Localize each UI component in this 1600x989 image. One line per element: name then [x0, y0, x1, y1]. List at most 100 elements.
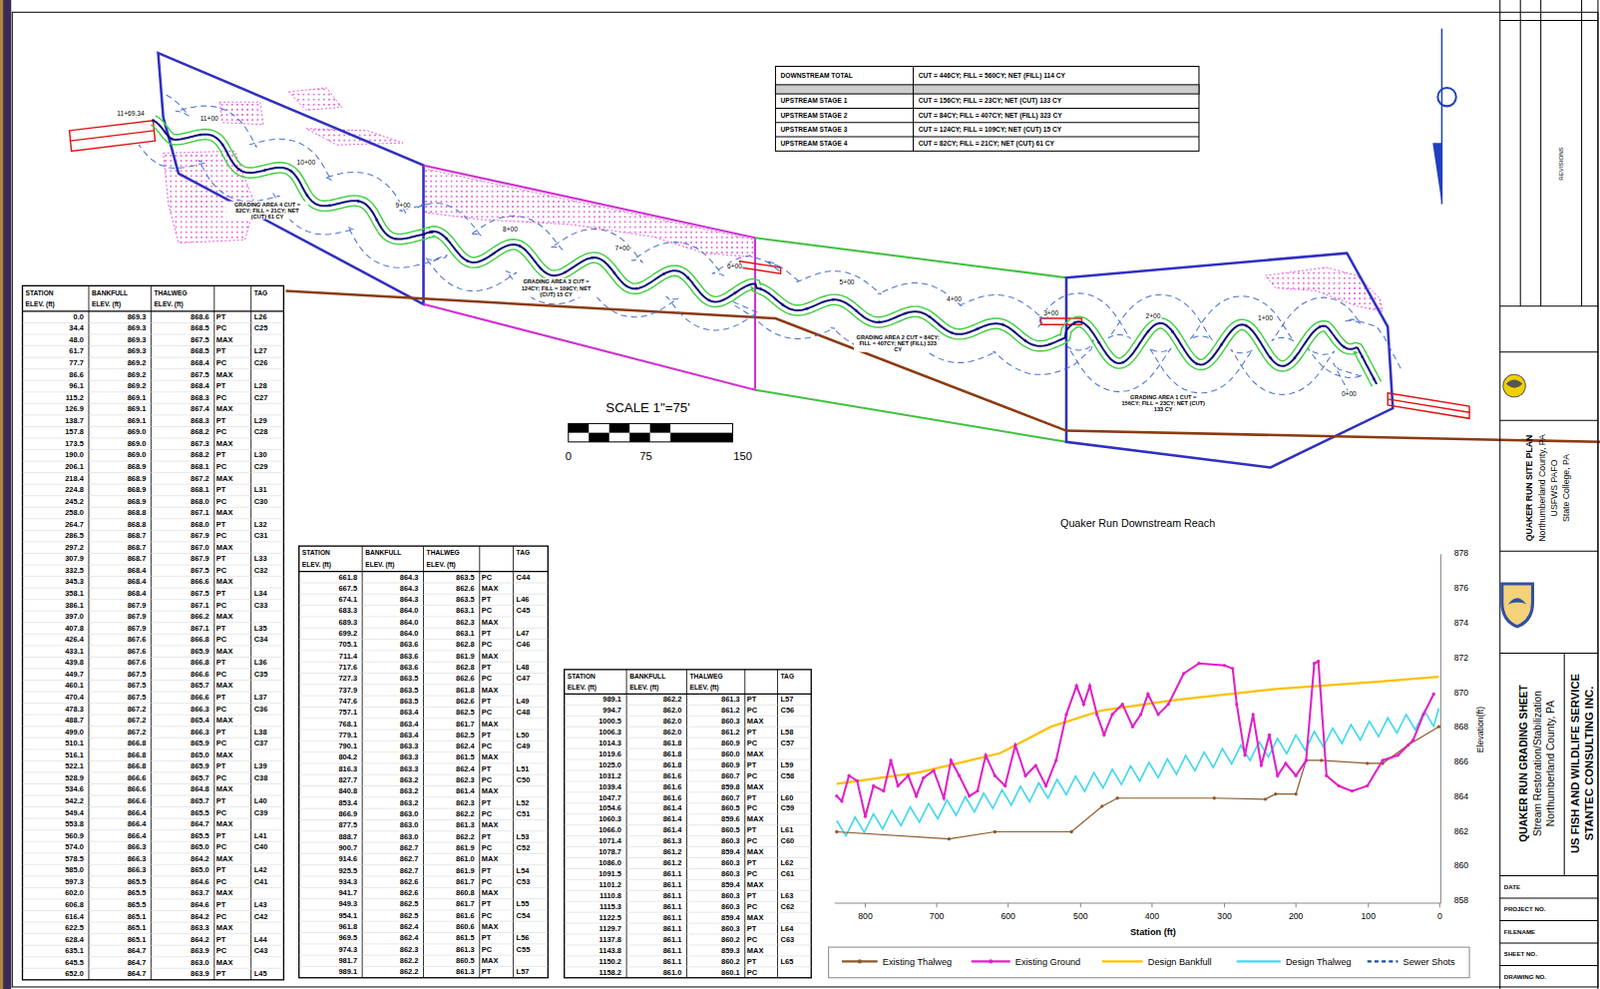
title-line [1500, 351, 1599, 353]
table-cell: C31 [254, 531, 269, 540]
table-cell: 861.9 [455, 652, 475, 661]
table-line [22, 425, 285, 427]
data-marker [1156, 712, 1160, 716]
station-dot [903, 312, 907, 316]
table-cell: 981.7 [338, 956, 358, 965]
table-line [22, 667, 285, 669]
table-cell: 867.1 [190, 624, 210, 633]
table-cell: 861.2 [721, 706, 741, 715]
scale-bar-segment [609, 422, 630, 432]
title-block-text: QUAKER RUN SITE PLAN [1526, 434, 1537, 542]
table-cell: 869.2 [127, 359, 147, 368]
table-line [22, 748, 285, 750]
table-cell: 727.3 [338, 674, 358, 683]
table-cell: 861.5 [455, 753, 475, 762]
table-cell: 868.4 [127, 566, 147, 575]
station-dot [1171, 330, 1175, 334]
table-cell: MAX [216, 612, 234, 621]
table-line [299, 604, 549, 606]
data-marker [921, 776, 925, 780]
table-cell: 888.7 [338, 832, 358, 841]
table-cell: 860.3 [721, 858, 741, 867]
station-dot [518, 244, 522, 248]
data-marker [1267, 733, 1271, 737]
table-cell: 717.6 [338, 663, 358, 672]
data-marker [1222, 663, 1226, 667]
table-cell: 866.6 [190, 670, 210, 679]
table-cell: 867.5 [127, 670, 147, 679]
table-cell: CUT = 124CY; FILL = 109CY; NET (CUT) 15 … [918, 125, 1063, 133]
table-cell: C63 [781, 935, 796, 944]
table-cell: 397.0 [64, 612, 84, 621]
data-marker [1013, 743, 1017, 747]
table-line [299, 942, 549, 944]
table-cell: L62 [781, 858, 795, 867]
tick-mark [1080, 902, 1082, 907]
table-cell: 866.9 [338, 809, 358, 818]
table-cell: PT [216, 347, 227, 356]
table-cell: L39 [254, 762, 268, 771]
table-cell: 862.4 [400, 922, 419, 931]
table-cell: 869.0 [127, 450, 147, 459]
data-marker [834, 829, 838, 833]
table-line [299, 920, 549, 922]
table-cell: 867.9 [190, 554, 210, 563]
table-cell: 868.3 [190, 416, 210, 425]
table-cell: 864.6 [190, 900, 210, 909]
table-cell: C55 [516, 945, 531, 954]
axis-tick: 870 [1454, 688, 1470, 699]
table-cell: 1091.5 [598, 869, 622, 878]
table-cell: MAX [481, 820, 499, 829]
table-line [299, 874, 549, 876]
data-marker [1095, 712, 1099, 716]
axis-tick: 800 [857, 911, 873, 922]
table-line [22, 322, 285, 324]
table-cell: 868.1 [190, 462, 210, 471]
table-line [775, 121, 1200, 123]
table-cell: 861.4 [455, 787, 475, 796]
table-cell: PC [216, 774, 227, 783]
table-cell: PC [747, 967, 758, 976]
grading-sections [158, 52, 1394, 467]
table-header: ELEV. (ft) [426, 560, 456, 568]
table-cell: 528.9 [64, 774, 84, 783]
table-cell: MAX [747, 717, 765, 726]
table-line [299, 807, 549, 809]
table-cell: 865.9 [190, 762, 210, 771]
scale-bar-segment [568, 422, 589, 432]
table-cell: PC [216, 531, 227, 540]
table-cell: 867.5 [127, 681, 147, 690]
station-dot [877, 321, 881, 325]
table-cell: 867.9 [127, 600, 147, 609]
table-line [299, 852, 549, 854]
axis-title: Station (ft) [1130, 926, 1177, 937]
table-cell: C45 [516, 606, 531, 615]
title-line [1499, 0, 1501, 989]
table-cell: 868.7 [127, 554, 147, 563]
table-cell: 860.3 [721, 924, 741, 933]
table-cell: C50 [516, 776, 531, 785]
station-dot [1342, 345, 1346, 349]
table-line [362, 545, 364, 978]
table-line [22, 436, 285, 438]
data-marker [931, 769, 935, 773]
axis-tick: 860 [1454, 861, 1470, 872]
table-cell: 861.1 [663, 946, 683, 955]
station-dot [759, 287, 763, 291]
table-cell: 869.0 [127, 427, 147, 436]
data-marker [871, 784, 875, 788]
pipe-symbol [1387, 399, 1470, 412]
table-cell: PT [481, 832, 492, 841]
table-cell: 865.5 [190, 831, 210, 840]
grading-limit [138, 144, 1364, 398]
table-line [22, 828, 285, 830]
table-line [564, 911, 812, 913]
table-cell: 862.6 [455, 697, 475, 706]
station-dot [1147, 330, 1151, 334]
table-cell: 866.6 [190, 577, 210, 586]
table-cell: 866.6 [190, 693, 210, 702]
table-line [299, 886, 549, 888]
table-cell: PC [747, 869, 758, 878]
data-marker [1294, 792, 1298, 796]
consultant-logo [1503, 374, 1527, 397]
